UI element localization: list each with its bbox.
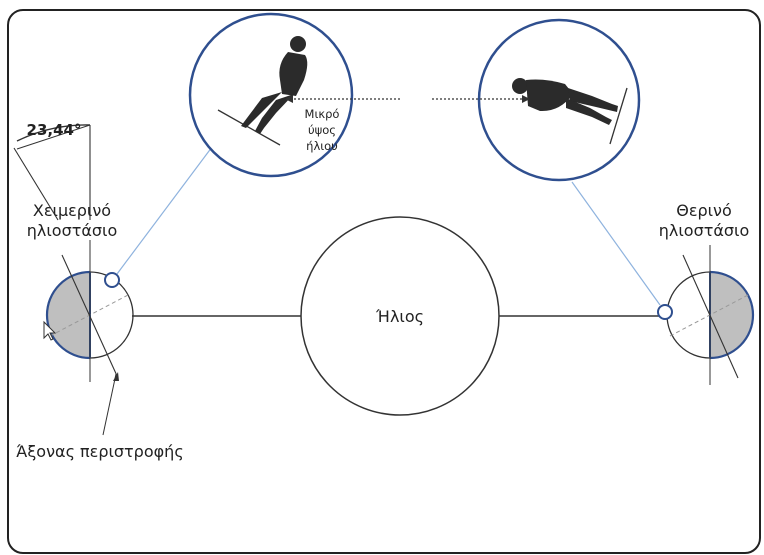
- ground-line-summer: [609, 87, 628, 145]
- rotation-axis-pointer-head: [113, 372, 119, 381]
- rotation-axis-label: Άξονας περιστροφής: [16, 442, 183, 461]
- sun-circle: [300, 216, 500, 416]
- summer-solstice-label-1: Θερινό: [676, 201, 732, 220]
- earth-winter-rotation-axis: [61, 254, 119, 379]
- mouse-pointer-icon: [43, 320, 57, 341]
- observer-summer-dot: [657, 304, 673, 320]
- observer-winter-dot: [104, 272, 120, 288]
- person-summer-icon: [512, 78, 618, 125]
- zoom-circle-winter: Μικρό ύψος ήλιου: [188, 12, 354, 178]
- winter-solstice-label-2: ηλιοστάσιο: [27, 221, 117, 240]
- low-sun-label-1: Μικρό: [305, 107, 340, 121]
- ground-line-winter: [217, 109, 281, 146]
- earth-summer: [657, 245, 755, 385]
- low-sun-label-3: ήλιου: [306, 139, 338, 153]
- winter-solstice-label-1: Χειμερινό: [33, 201, 111, 220]
- person-winter-icon: [241, 36, 308, 134]
- summer-solstice-label-2: ηλιοστάσιο: [659, 221, 749, 240]
- diagram-frame: [7, 9, 761, 554]
- low-sun-label-2: ύψος: [308, 123, 336, 137]
- sunray-winter-arrowhead: [285, 95, 293, 103]
- connector-winter: [116, 142, 216, 275]
- earth-summer-highlight-arc: [709, 270, 755, 360]
- earth-summer-night-side: [710, 272, 753, 358]
- sun-label: Ήλιος: [375, 307, 424, 326]
- tilt-angle-indicator: 23,44°: [13, 121, 91, 221]
- earth-winter: [45, 240, 134, 382]
- rotation-axis-pointer: [102, 373, 117, 436]
- earth-summer-rotation-axis: [682, 254, 739, 379]
- sunray-summer-arrowhead: [522, 95, 530, 103]
- earth-winter-night-side: [47, 272, 90, 358]
- tilt-angle-label: 23,44°: [27, 121, 82, 139]
- connector-summer: [571, 181, 661, 306]
- zoom-circle-summer: [477, 18, 641, 182]
